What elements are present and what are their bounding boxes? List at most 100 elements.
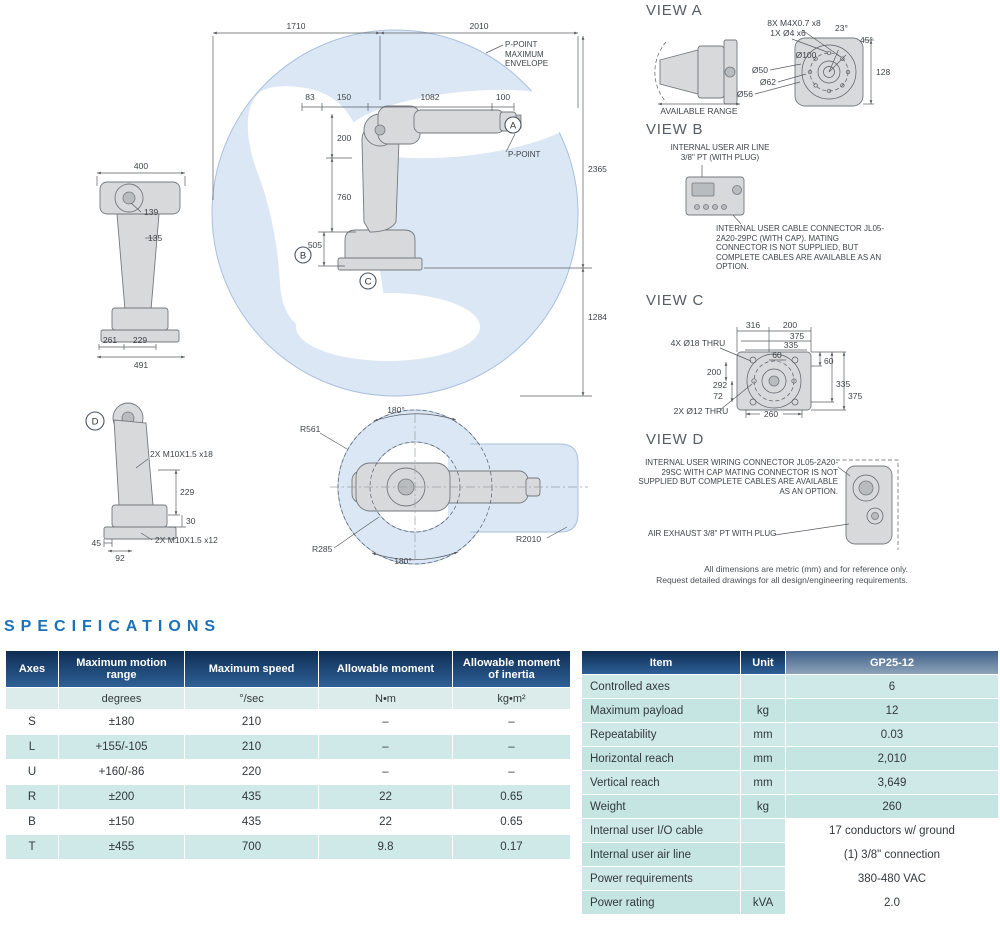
view-d-connector-note: INTERNAL USER WIRING CONNECTOR JL05-2A20… — [638, 458, 838, 496]
item-column-header: Item — [582, 651, 740, 674]
dim-label-100: 100 — [496, 92, 510, 102]
axis-value-cell: +160/-86 — [59, 760, 184, 784]
axes-unit-cell: kg•m² — [453, 688, 570, 709]
dim-label-30: 30 — [186, 516, 196, 526]
item-value-cell: 17 conductors w/ ground — [786, 819, 998, 842]
dim-label-229: 229 — [133, 335, 147, 345]
axis-value-cell: 435 — [185, 810, 318, 834]
tapped-holes-top-label: 2X M10X1.5 x18 — [150, 449, 213, 459]
item-name-cell: Maximum payload — [582, 699, 740, 722]
air-line-label-line2: 3/8" PT (WITH PLUG) — [680, 152, 760, 162]
dim-label-1284: 1284 — [588, 312, 607, 322]
tapped-holes-bottom-label: 2X M10X1.5 x12 — [155, 535, 218, 545]
p-point-envelope-label: P-POINT MAXIMUM ENVELOPE — [505, 40, 549, 68]
dim-label-261: 261 — [103, 335, 117, 345]
view-b-title: VIEW B — [646, 121, 704, 138]
envelope-interference-cutout — [247, 86, 384, 337]
dim-label-dia56: Ø56 — [737, 89, 753, 99]
dim-label-229-mount: 229 — [180, 487, 194, 497]
dim-label-45: 45 — [92, 538, 102, 548]
item-unit-cell: mm — [741, 771, 785, 794]
axes-unit-cell: N•m — [319, 688, 452, 709]
axis-label-cell: S — [6, 710, 58, 734]
dim-label-dia50: Ø50 — [752, 65, 768, 75]
axis-value-cell: – — [319, 710, 452, 734]
axis-label-cell: L — [6, 735, 58, 759]
axes-column-header: Maximum motion range — [59, 651, 184, 687]
dowel-hole-label: 1X Ø4 x6 — [770, 28, 806, 38]
item-column-header: Unit — [741, 651, 785, 674]
robot-arm-silhouette — [337, 105, 522, 271]
air-exhaust-label: AIR EXHAUST 3/8" PT WITH PLUG — [648, 529, 777, 538]
axis-value-cell: ±455 — [59, 835, 184, 859]
dim-label-45deg: 45° — [860, 35, 873, 45]
axis-value-cell: 0.17 — [453, 835, 570, 859]
dim-label-60-top: 60 — [772, 350, 782, 360]
dim-label-260: 260 — [764, 409, 778, 419]
axis-label-cell: R — [6, 785, 58, 809]
dim-label-60-right: 60 — [824, 356, 834, 366]
item-value-cell: 12 — [786, 699, 998, 722]
dim-label-2365: 2365 — [588, 164, 607, 174]
available-range-label: AVAILABLE RANGE — [660, 106, 737, 116]
dim-label-dia62: Ø62 — [760, 77, 776, 87]
p-point-label: P-POINT — [508, 150, 541, 159]
axis-value-cell: ±180 — [59, 710, 184, 734]
dim-label-200-top: 200 — [783, 320, 797, 330]
dim-label-150: 150 — [337, 92, 351, 102]
axis-value-cell: – — [453, 710, 570, 734]
dim-label-139: 139 — [144, 207, 158, 217]
robot-mount-silhouette — [103, 402, 177, 540]
dim-label-200: 200 — [337, 133, 351, 143]
axis-value-cell: – — [319, 735, 452, 759]
item-name-cell: Power rating — [582, 891, 740, 914]
axis-value-cell: +155/-105 — [59, 735, 184, 759]
dim-label-316: 316 — [746, 320, 760, 330]
axis-value-cell: 700 — [185, 835, 318, 859]
front-view-work-envelope-drawing: 1710 2010 83 150 1082 100 200 760 505 — [211, 21, 607, 397]
bolt-circle — [809, 52, 849, 92]
r285-reference-circle — [369, 441, 461, 533]
view-b-drawing — [685, 165, 745, 225]
axis-label-cell: B — [6, 810, 58, 834]
view-b-marker — [294, 246, 312, 264]
dim-label-335-right: 335 — [836, 379, 850, 389]
view-d-marker-label: D — [92, 417, 99, 428]
dim-label-83: 83 — [305, 92, 315, 102]
item-value-cell: 6 — [786, 675, 998, 698]
axis-value-cell: 210 — [185, 710, 318, 734]
dim-label-335-top: 335 — [784, 340, 798, 350]
axis-value-cell: ±200 — [59, 785, 184, 809]
drawing-footer-notes: All dimensions are metric (mm) and for r… — [578, 564, 908, 586]
item-name-cell: Repeatability — [582, 723, 740, 746]
view-c-drawing: 316 200 375 335 60 4X Ø18 THRU 200 292 7… — [671, 320, 863, 419]
base-clearance-cutout — [296, 293, 480, 361]
item-name-cell: Weight — [582, 795, 740, 818]
item-value-cell: 380-480 VAC — [786, 867, 998, 890]
top-view-drawing: 180° R561 R285 180° R2010 — [300, 405, 588, 566]
item-value-cell: 2,010 — [786, 747, 998, 770]
item-unit-cell — [741, 843, 785, 866]
axis-value-cell: – — [453, 735, 570, 759]
tapped-holes-label: 8X M4X0.7 x8 — [767, 18, 821, 28]
dim-label-2010: 2010 — [470, 21, 489, 31]
item-value-cell: 3,649 — [786, 771, 998, 794]
axis-value-cell: ±150 — [59, 810, 184, 834]
dim-label-400: 400 — [134, 161, 148, 171]
axis-value-cell: 9.8 — [319, 835, 452, 859]
